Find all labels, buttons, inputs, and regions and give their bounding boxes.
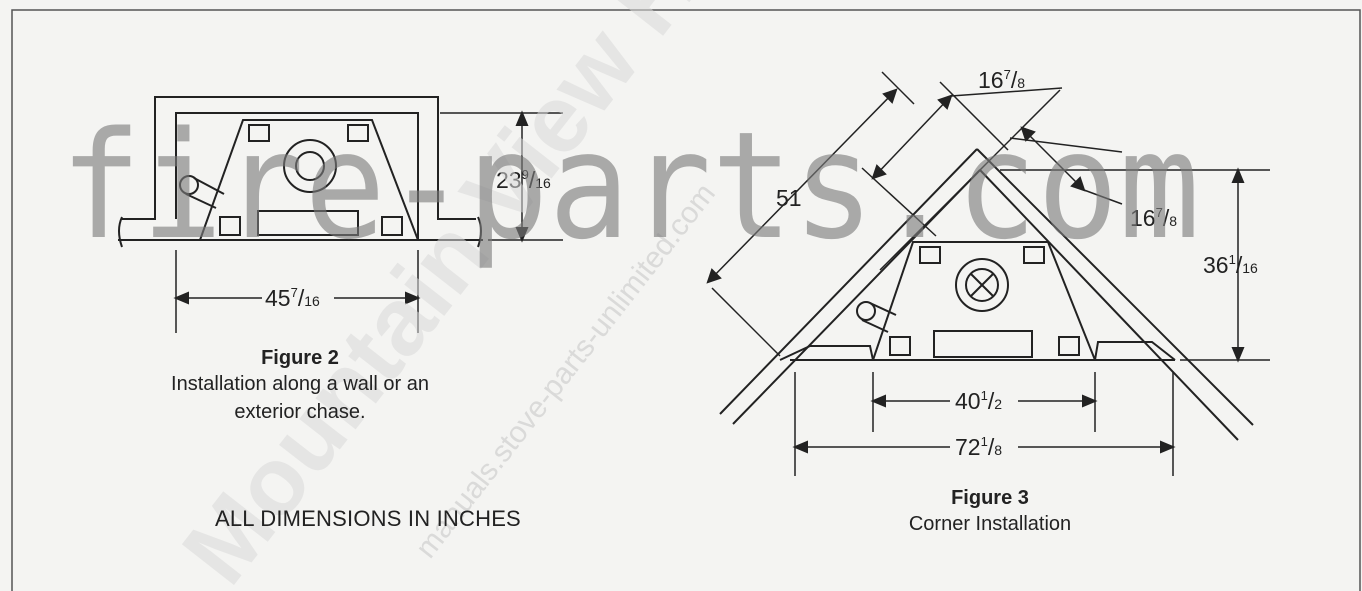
watermark-main: fire-parts.com [60, 100, 1200, 272]
page-border [11, 9, 1361, 591]
dimensions-note: ALL DIMENSIONS IN INCHES [215, 506, 521, 531]
fig3-outer-width-label: 721/8 [955, 434, 1002, 460]
figure2-caption-line1: Installation along a wall or an [171, 373, 429, 395]
figure2-caption-line2: exterior chase. [234, 401, 366, 423]
fig3-height-label: 361/16 [1203, 252, 1258, 278]
figure3-caption: Figure 3 Corner Installation [850, 487, 1130, 538]
figure2-title: Figure 2 [261, 347, 339, 369]
fig2-width-label: 457/16 [265, 285, 320, 311]
fig3-side-top-label: 167/8 [978, 67, 1025, 93]
figure2-drawing [118, 96, 563, 333]
fig3-side-right-label: 167/8 [1130, 205, 1177, 231]
fig2-height-label: 239/16 [496, 167, 551, 193]
fig3-diagonal-label: 51 [776, 185, 802, 211]
fig3-inner-width-label: 401/2 [955, 388, 1002, 414]
figure2-caption: Figure 2 Installation along a wall or an… [120, 347, 480, 426]
figure3-caption-text: Corner Installation [908, 513, 1072, 535]
figure3-drawing [706, 71, 1270, 476]
figure3-title: Figure 3 [951, 487, 1029, 509]
